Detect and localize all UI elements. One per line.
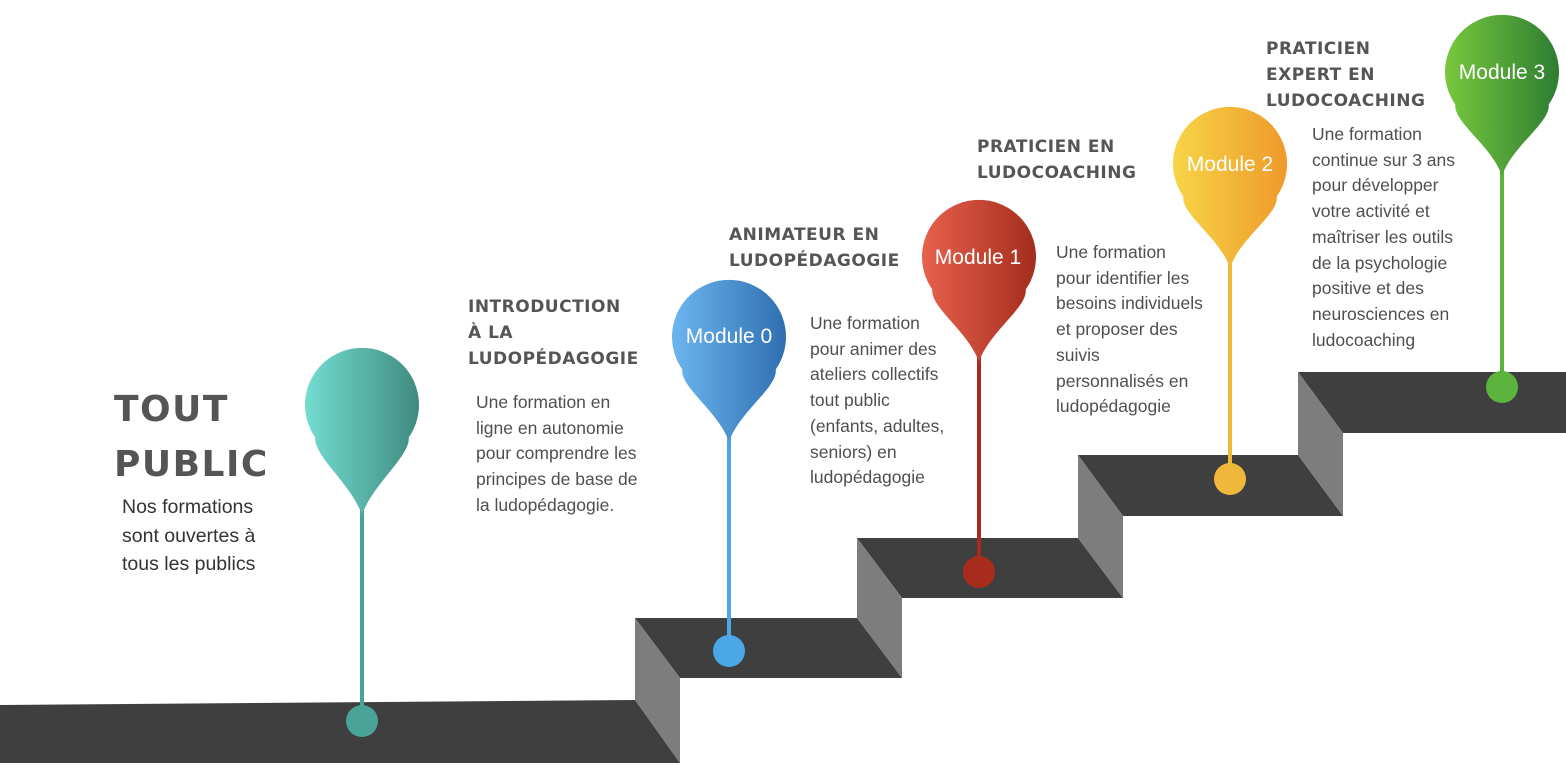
intro-description: Une formation en ligne en autonomie pour… xyxy=(476,392,638,515)
module-3-pin-base-dot xyxy=(1486,371,1518,403)
step-tread-4 xyxy=(1298,372,1566,433)
module-1-pin-base-dot xyxy=(963,556,995,588)
module-3-description: Une formation continue sur 3 ans pour dé… xyxy=(1312,124,1456,350)
module-3-heading: PRATICIEN EXPERT EN LUDOCOACHING xyxy=(1266,39,1426,111)
module-0-label: Module 0 xyxy=(685,325,773,348)
module-0-description: Une formation pour animer des ateliers c… xyxy=(810,313,945,488)
pins-layer xyxy=(305,14,1559,737)
module-2-pin-head xyxy=(1173,106,1287,268)
module-1-description: Une formation pour identifier les besoin… xyxy=(1056,242,1203,417)
intro-heading: INTRODUCTION À LA LUDOPÉDAGOGIE xyxy=(468,297,639,369)
module-0-pin-base-dot xyxy=(713,635,745,667)
module-1-heading: PRATICIEN EN LUDOCOACHING xyxy=(977,137,1137,183)
step-riser-4 xyxy=(1298,372,1343,516)
module-1-label: Module 1 xyxy=(934,246,1022,269)
step-tread-0 xyxy=(0,700,680,763)
module-2-pin-base-dot xyxy=(1214,463,1246,495)
step-riser-1 xyxy=(635,618,680,763)
module-3-pin-head xyxy=(1445,14,1559,177)
step-riser-3 xyxy=(1078,455,1123,598)
audience-description: Nos formations sont ouvertes à tous les … xyxy=(122,496,256,575)
module-0-pin-head xyxy=(672,279,786,442)
step-tread-1 xyxy=(635,618,902,678)
step-riser-2 xyxy=(857,538,902,678)
audience-title: TOUT PUBLIC xyxy=(114,389,269,485)
module-0-heading: ANIMATEUR EN LUDOPÉDAGOGIE xyxy=(729,225,900,271)
step-tread-3 xyxy=(1078,455,1343,516)
intro-pin-head xyxy=(305,347,419,515)
module-2-label: Module 2 xyxy=(1186,153,1274,176)
module-1-pin-head xyxy=(922,199,1036,362)
module-3-label: Module 3 xyxy=(1458,61,1546,84)
intro-pin-base-dot xyxy=(346,705,378,737)
